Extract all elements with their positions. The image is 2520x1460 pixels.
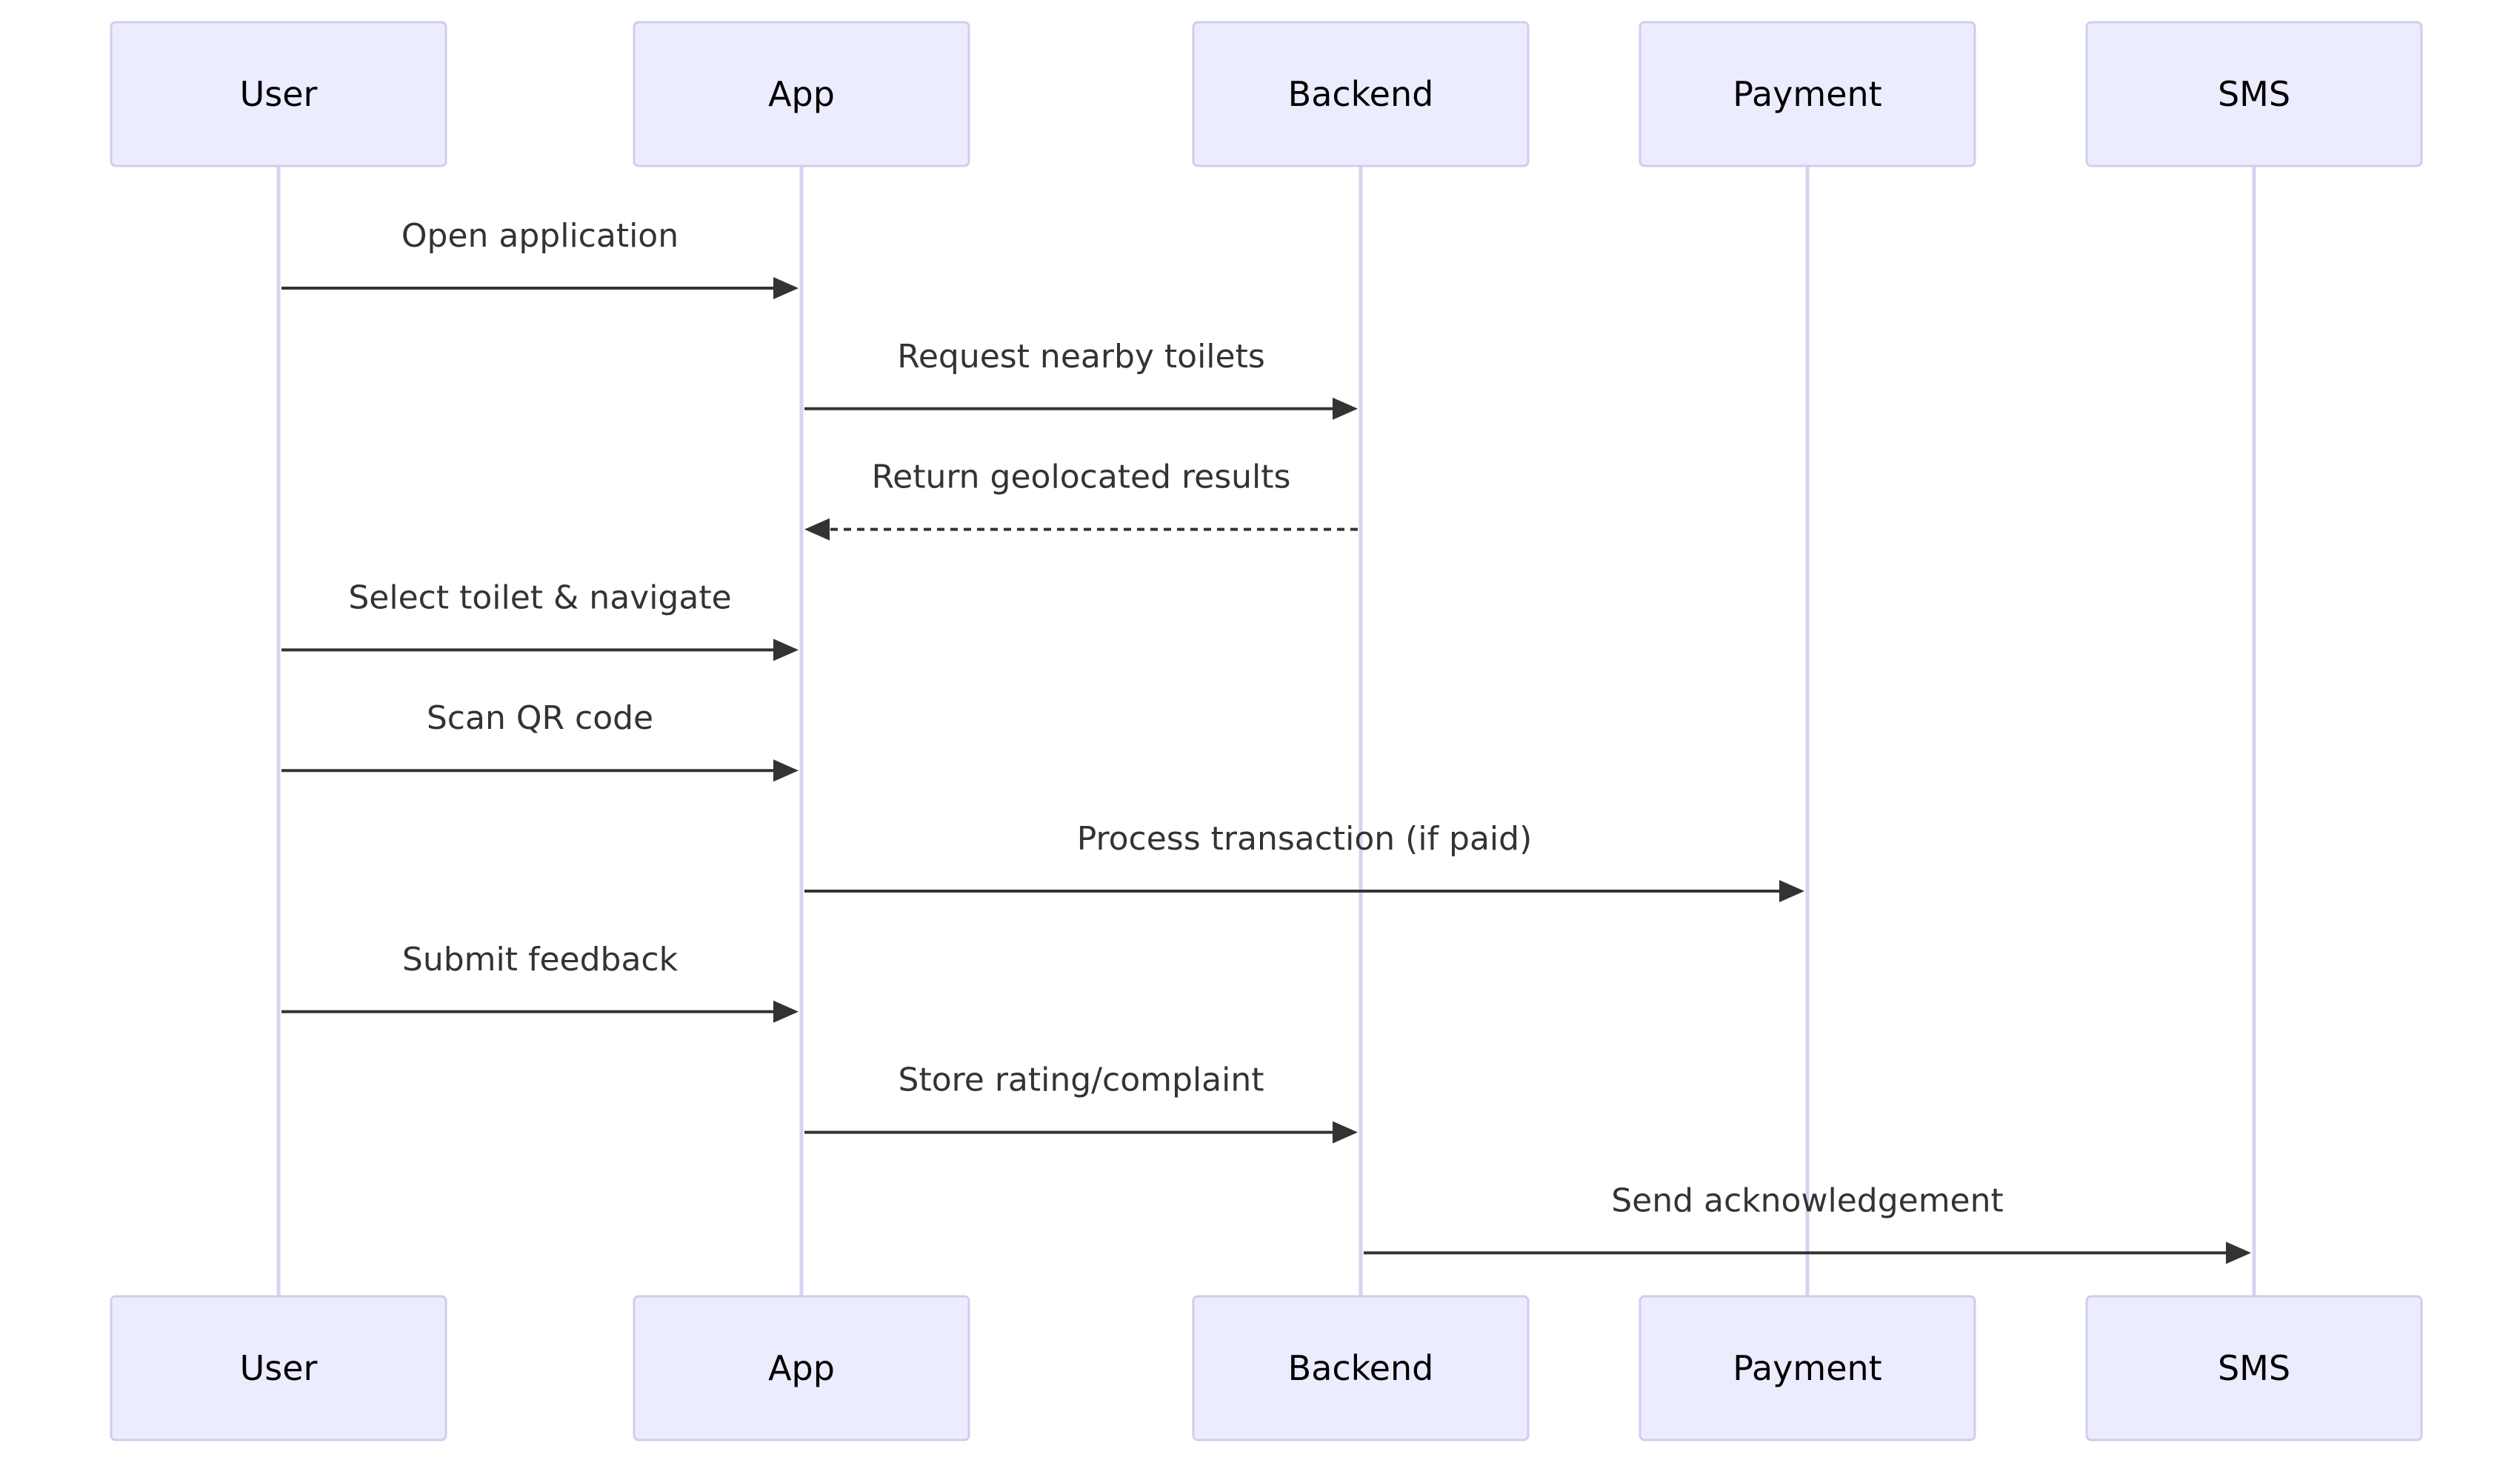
actor-label-backend: Backend — [1288, 74, 1434, 114]
actor-app-top: App — [633, 21, 970, 167]
actor-user-top: User — [110, 21, 447, 167]
message-label: Send acknowledgement — [1611, 1181, 2004, 1219]
message-5: Scan QR code — [281, 699, 799, 782]
actor-sms-top: SMS — [2085, 21, 2423, 167]
message-4: Select toilet & navigate — [281, 579, 799, 661]
actor-label-sms: SMS — [2218, 74, 2290, 114]
actor-label-user: User — [240, 74, 318, 114]
message-3: Return geolocated results — [804, 459, 1358, 541]
actor-box-sms — [2085, 1295, 2423, 1441]
message-label: Process transaction (if paid) — [1077, 820, 1533, 858]
actor-box-user — [110, 21, 447, 167]
arrowhead-icon — [1779, 880, 1804, 902]
actor-box-payment — [1639, 1295, 1976, 1441]
actor-box-app — [633, 21, 970, 167]
message-label: Return geolocated results — [872, 459, 1291, 496]
actor-box-sms — [2085, 21, 2423, 167]
actor-label-backend: Backend — [1288, 1348, 1434, 1388]
actor-backend-bottom: Backend — [1192, 1295, 1530, 1441]
message-6: Process transaction (if paid) — [804, 820, 1804, 902]
actor-payment-bottom: Payment — [1639, 1295, 1976, 1441]
actor-box-user — [110, 1295, 447, 1441]
actor-payment-top: Payment — [1639, 21, 1976, 167]
actor-user-bottom: User — [110, 1295, 447, 1441]
actor-backend-top: Backend — [1192, 21, 1530, 167]
actors-bottom: User App Backend Payment SMS — [110, 1295, 2423, 1441]
actor-box-backend — [1192, 21, 1530, 167]
actor-label-app: App — [768, 1348, 835, 1388]
message-7: Submit feedback — [281, 941, 799, 1023]
actors-top: User App Backend Payment SMS — [110, 21, 2423, 167]
message-9: Send acknowledgement — [1364, 1181, 2251, 1264]
message-1: Open application — [281, 217, 799, 299]
actor-box-payment — [1639, 21, 1976, 167]
lifelines — [276, 166, 2256, 1296]
arrowhead-icon — [2226, 1241, 2251, 1264]
arrowhead-icon — [804, 518, 830, 541]
message-8: Store rating/complaint — [804, 1061, 1358, 1144]
message-2: Request nearby toilets — [804, 338, 1358, 420]
arrowhead-icon — [773, 277, 799, 299]
message-label: Scan QR code — [427, 699, 653, 737]
actor-label-payment: Payment — [1733, 1348, 1881, 1388]
actor-box-app — [633, 1295, 970, 1441]
arrowhead-icon — [773, 639, 799, 661]
actor-label-app: App — [768, 74, 835, 114]
actor-label-user: User — [240, 1348, 318, 1388]
message-label: Request nearby toilets — [897, 338, 1265, 376]
actor-sms-bottom: SMS — [2085, 1295, 2423, 1441]
message-label: Store rating/complaint — [899, 1061, 1264, 1099]
message-label: Select toilet & navigate — [348, 579, 731, 616]
message-label: Submit feedback — [402, 941, 679, 979]
arrowhead-icon — [1333, 397, 1358, 420]
arrowhead-icon — [1333, 1121, 1358, 1144]
actor-box-backend — [1192, 1295, 1530, 1441]
actor-label-payment: Payment — [1733, 74, 1881, 114]
actor-app-bottom: App — [633, 1295, 970, 1441]
arrowhead-icon — [773, 1000, 799, 1023]
actor-label-sms: SMS — [2218, 1348, 2290, 1388]
message-label: Open application — [401, 217, 679, 255]
arrowhead-icon — [773, 759, 799, 782]
